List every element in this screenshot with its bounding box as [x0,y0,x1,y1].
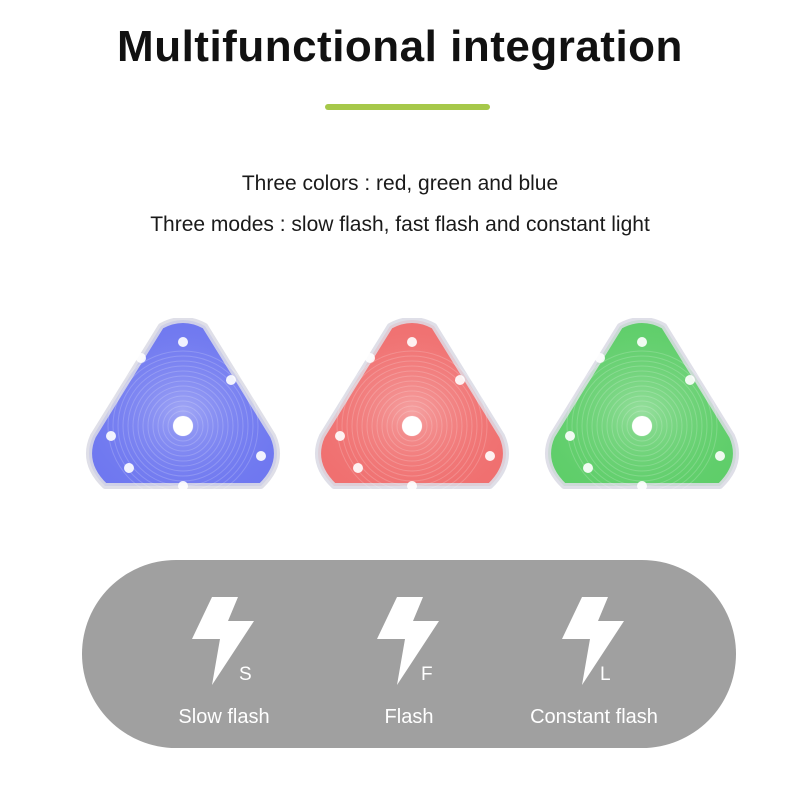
mode-flash: F Flash [309,560,509,748]
mode-slow-flash: S Slow flash [124,560,324,748]
mode-letter: S [239,664,252,685]
modes-description: Three modes : slow flash, fast flash and… [150,213,650,236]
red-light [310,317,514,504]
lightning-bolt-icon [192,597,254,685]
blue-light [81,317,285,504]
mode-label: Flash [384,706,434,728]
page-title: Multifunctional integration [117,22,683,71]
green-light [540,317,744,504]
colors-description: Three colors : red, green and blue [241,172,559,195]
mode-constant-flash: L Constant flash [494,560,694,748]
modes-panel: S Slow flash F Flash L Constant flash [82,560,736,748]
mode-label: Constant flash [530,706,658,728]
lightning-bolt-icon [377,597,439,685]
mode-letter: F [421,664,433,685]
mode-letter: L [600,664,611,685]
mode-label: Slow flash [178,706,270,728]
lightning-bolt-icon [562,597,624,685]
accent-divider [325,104,490,110]
